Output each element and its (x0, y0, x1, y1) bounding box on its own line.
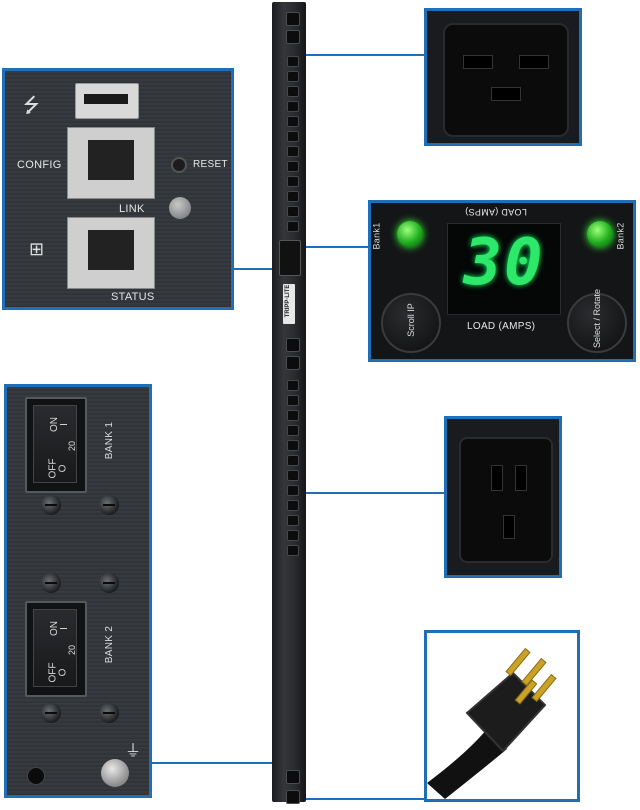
usb-icon: ⭍ (23, 95, 40, 117)
pdu-c13-outlet (287, 545, 299, 556)
connector-line-c19 (302, 54, 424, 56)
c19-outlet-callout (424, 8, 582, 146)
pdu-c13-outlet (287, 101, 299, 112)
load-display: 30 (447, 223, 561, 315)
bank2-rating: 20 (67, 644, 78, 656)
pdu-c13-outlet (287, 131, 299, 142)
ground-icon: ⏚ (125, 743, 142, 760)
c13-outlet-icon (459, 437, 553, 563)
pdu-c13-outlet (287, 56, 299, 67)
bank1-on-symbol: I (58, 423, 70, 426)
scroll-ip-button[interactable]: Scroll IP (381, 293, 441, 353)
pdu-brand-logo (283, 284, 295, 324)
screw-icon (41, 573, 61, 593)
pdu-c13-outlet (287, 116, 299, 127)
pdu-c13-outlet (287, 176, 299, 187)
pdu-c13-outlet (287, 410, 299, 421)
pdu-c13-outlet (287, 425, 299, 436)
screw-icon (99, 703, 119, 723)
bank1-rating: 20 (67, 440, 78, 452)
usb-port[interactable] (75, 83, 139, 119)
indicator-hole (27, 767, 45, 785)
bank2-on-symbol: I (58, 627, 70, 630)
breaker-panel-callout: ON I 20 OFF O BANK 1 ON I 20 OFF O BANK … (4, 384, 152, 798)
config-label: CONFIG (17, 159, 62, 171)
select-button-label: Select / Rotate (592, 288, 602, 348)
display-panel-callout: Bank1 Bank2 LOAD (AMPS) 30 LOAD (AMPS) S… (368, 200, 636, 362)
screw-icon (41, 703, 61, 723)
bank2-off-symbol: O (57, 668, 69, 677)
pdu-c13-outlet (287, 395, 299, 406)
bank2-label: BANK 2 (104, 625, 116, 664)
plug-icon (427, 647, 557, 799)
screw-icon (99, 495, 119, 515)
connector-line-breakers (150, 762, 274, 764)
pdu-c13-outlet (287, 86, 299, 97)
connector-line-c13 (302, 492, 444, 494)
reset-label: RESET (193, 159, 228, 170)
status-ethernet-port[interactable] (67, 217, 155, 289)
bank1-led (397, 221, 423, 247)
status-led (169, 197, 191, 219)
plug-callout (424, 630, 580, 802)
screw-icon (41, 495, 61, 515)
c13-outlet-callout (444, 416, 562, 578)
pdu-c13-outlet (287, 206, 299, 217)
pdu-c13-outlet (287, 440, 299, 451)
pdu-display-module (279, 240, 301, 276)
bank1-label: Bank1 (371, 222, 382, 250)
pdu-c13-outlet (287, 161, 299, 172)
screw-icon (99, 573, 119, 593)
pdu-c13-outlet (287, 71, 299, 82)
scroll-button-label: Scroll IP (406, 303, 416, 337)
connector-line-config (232, 268, 274, 270)
pdu-c13-outlet (287, 515, 299, 526)
config-panel-callout: ⭍ CONFIG RESET LINK ⊞ STATUS (2, 68, 234, 310)
pdu-c13-outlet (287, 530, 299, 541)
pdu-c19-outlet (286, 790, 300, 804)
bank2-led (587, 221, 613, 247)
pdu-c19-outlet (286, 770, 300, 784)
c19-outlet-icon (443, 23, 569, 137)
pdu-c19-outlet (286, 356, 300, 370)
pdu-c19-outlet (286, 30, 300, 44)
ground-screw (101, 759, 129, 787)
bank2-breaker-switch[interactable]: ON I 20 OFF O (25, 601, 87, 697)
load-label-mirrored: LOAD (AMPS) (465, 207, 527, 217)
bank1-off-symbol: O (57, 464, 69, 473)
pdu-c19-outlet (286, 338, 300, 352)
link-label: LINK (119, 203, 145, 215)
connector-line-plug (290, 798, 424, 800)
pdu-c13-outlet (287, 221, 299, 232)
pdu-c13-outlet (287, 500, 299, 511)
pdu-c13-outlet (287, 191, 299, 202)
network-icon: ⊞ (29, 239, 45, 259)
pdu-c13-outlet (287, 146, 299, 157)
pdu-c13-outlet (287, 485, 299, 496)
pdu-brand-text: TRIPP·LITE (285, 284, 291, 318)
load-label: LOAD (AMPS) (467, 321, 536, 332)
bank1-label: BANK 1 (104, 421, 116, 460)
pdu-c13-outlet (287, 470, 299, 481)
pdu-c13-outlet (287, 455, 299, 466)
load-value: 30 (463, 226, 545, 300)
status-label: STATUS (111, 291, 155, 303)
pdu-c19-outlet (286, 12, 300, 26)
connector-line-display (302, 246, 368, 248)
reset-button[interactable] (171, 157, 187, 173)
select-rotate-button[interactable]: Select / Rotate (567, 288, 627, 353)
pdu-c13-outlet (287, 380, 299, 391)
config-ethernet-port[interactable] (67, 127, 155, 199)
bank1-breaker-switch[interactable]: ON I 20 OFF O (25, 397, 87, 493)
bank2-label: Bank2 (615, 222, 626, 250)
